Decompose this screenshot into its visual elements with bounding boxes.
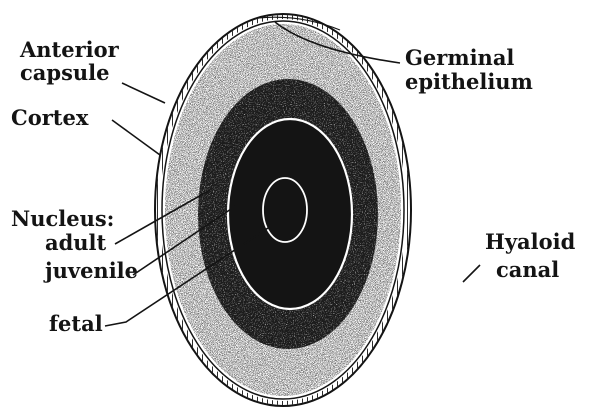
label-adult: adult — [45, 232, 106, 254]
label-cortex: Cortex — [11, 107, 88, 129]
label-hyaloid: Hyaloid — [485, 231, 575, 253]
label-nucleus: Nucleus: — [11, 208, 114, 230]
leader-anterior-capsule — [122, 83, 165, 103]
label-juvenile: juvenile — [45, 260, 138, 282]
label-epithelium: epithelium — [405, 71, 533, 93]
label-capsule: capsule — [20, 62, 110, 84]
fetal-nucleus — [263, 178, 307, 242]
label-canal: canal — [496, 259, 559, 281]
leader-cortex — [112, 120, 160, 155]
label-germinal: Germinal — [405, 47, 514, 69]
label-anterior: Anterior — [20, 39, 119, 61]
leader-hyaloid-canal — [463, 265, 480, 282]
label-fetal: fetal — [49, 313, 103, 335]
